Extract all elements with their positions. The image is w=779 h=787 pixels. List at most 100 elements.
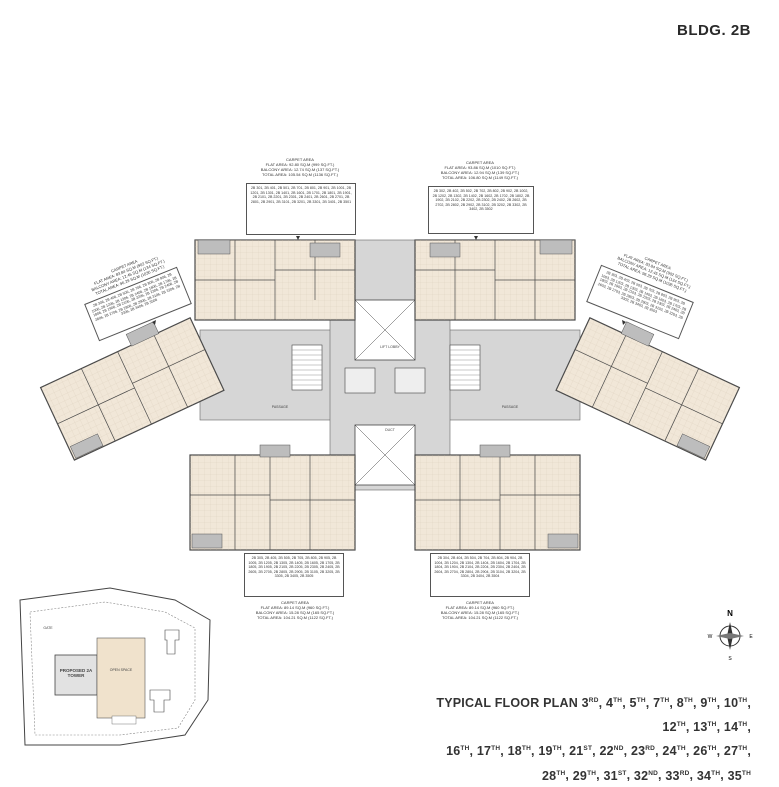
floor-suffix: TH [676, 721, 686, 729]
lift-core [344, 299, 426, 486]
floor-number: 35TH [727, 768, 751, 783]
floor-number: 33RD [665, 768, 690, 783]
floor-suffix: RD [588, 697, 599, 704]
floor-number: 21ST [569, 744, 593, 759]
floor-number: 31ST [603, 768, 627, 783]
area-heading: CARPET AREA [466, 160, 494, 165]
floor-number: 32ND [633, 768, 659, 783]
compass-w: W [708, 634, 713, 640]
flat-area: FLAT AREA: 93.86 SQ.M (1010 SQ.FT.) [444, 165, 516, 170]
floor-suffix: TH [491, 745, 501, 753]
north-compass-icon: N S W E [700, 604, 760, 664]
floor-suffix: TH [660, 697, 670, 704]
duct-label: DUCT [385, 428, 395, 432]
floor-plan-drawing [19, 236, 741, 746]
flat-top-right [414, 239, 576, 321]
floor-number: 29TH [572, 768, 597, 783]
floor-suffix: TH [460, 745, 470, 753]
floor-suffix: ND [613, 745, 624, 753]
flat-bottom-left [189, 444, 356, 551]
flat-area: FLAT AREA: 89.14 SQ.M (960 SQ.FT.) [260, 605, 330, 610]
floor-suffix: TH [683, 697, 693, 704]
balcony-area: BALCONY AREA: 12.74 SQ.M (137 SQ.FT.) [260, 167, 340, 172]
floor-number: 10TH [723, 696, 748, 711]
floor-number: 13TH [693, 720, 717, 735]
floor-number: 17TH [476, 744, 501, 759]
floor-number: 19TH [538, 744, 562, 759]
floor-number: 8TH [676, 696, 693, 711]
floor-number: 4TH [605, 696, 623, 711]
flat-top-left [194, 239, 356, 321]
staircases [291, 344, 481, 391]
flat-bottom-right [414, 444, 581, 551]
floor-number: 24TH [662, 744, 686, 759]
floor-number: 9TH [700, 696, 717, 711]
area-info-bottom-right: CARPET AREA FLAT AREA: 89.14 SQ.M (960 S… [425, 600, 535, 620]
floor-number: 22ND [599, 744, 624, 759]
floor-number: 27TH [723, 744, 748, 759]
floor-suffix: TH [738, 697, 748, 704]
floor-suffix: TH [521, 745, 531, 753]
area-heading: CARPET AREA [281, 600, 309, 605]
floor-number: 26TH [693, 744, 717, 759]
floor-suffix: TH [707, 745, 717, 753]
floor-number: 14TH [723, 720, 748, 735]
total-area: TOTAL AREA: 104.21 SQ.M (1122 SQ.FT.) [442, 615, 518, 620]
total-area: TOTAL AREA: 104.21 SQ.M (1122 SQ.FT.) [257, 615, 333, 620]
floor-suffix: ST [583, 745, 593, 753]
caption-title: TYPICAL FLOOR PLAN [436, 696, 578, 711]
total-area: TOTAL AREA: 105.54 SQ.M (1136 SQ.FT.) [262, 172, 338, 177]
floor-suffix: TH [738, 721, 748, 729]
compass-n: N [727, 609, 733, 618]
building-label: BLDG. 2B [676, 22, 751, 39]
total-area: TOTAL AREA: 106.80 SQ.M (1149 SQ.FT.) [442, 175, 518, 180]
floor-suffix: TH [711, 769, 721, 777]
site-plan-map [19, 587, 211, 746]
flat-left-wing [39, 317, 225, 461]
area-heading: CARPET AREA [286, 157, 314, 162]
floor-suffix: RD [679, 769, 690, 777]
caption-floors-1: 3RD, 4TH, 5TH, 7TH, 8TH, 9TH, 10TH, 12TH… [581, 696, 751, 735]
floor-number: 28TH [542, 768, 566, 783]
floor-suffix: TH [676, 745, 686, 753]
caption-floors-3: 28TH, 29TH, 31ST, 32ND, 33RD, 34TH, 35TH [542, 768, 751, 783]
floor-number: 23RD [630, 744, 656, 759]
floor-suffix: TH [556, 769, 566, 777]
floor-number: 3RD [581, 696, 599, 711]
passage-label-right: PASSAGE [501, 405, 519, 409]
floor-suffix: ND [648, 769, 659, 777]
floor-suffix: TH [636, 697, 646, 704]
floor-suffix: TH [707, 697, 717, 704]
floor-suffix: TH [587, 769, 597, 777]
units-box-bottom-left: 2B 305, 2B 405, 2B 505, 2B 705, 2B 805, … [244, 553, 344, 597]
passage-label-left: PASSAGE [271, 405, 289, 409]
floor-suffix: TH [738, 745, 748, 753]
compass-e: E [749, 634, 753, 640]
area-info-top-left: CARPET AREA FLAT AREA: 92.80 SQ.M (999 S… [245, 157, 355, 177]
floor-suffix: TH [552, 745, 562, 753]
units-box-top-right: 2B 302, 2B 402, 2B 502, 2B 702, 2B 802, … [428, 186, 534, 234]
floor-number: 34TH [696, 768, 721, 783]
area-info-bottom-left: CARPET AREA FLAT AREA: 89.14 SQ.M (960 S… [240, 600, 350, 620]
compass-s: S [728, 656, 732, 662]
flat-right-wing [555, 317, 741, 461]
area-heading: CARPET AREA [466, 600, 494, 605]
units-box-top-left: 2B 301, 2B 401, 2B 501, 2B 701, 2B 801, … [246, 183, 356, 235]
balcony-area: BALCONY AREA: 15.28 SQ.M (165 SQ.FT.) [440, 610, 520, 615]
floor-suffix: TH [613, 697, 623, 704]
floor-suffix: ST [617, 769, 627, 777]
site-gate-label: GATE [43, 626, 53, 630]
units-box-bottom-right: 2B 304, 2B 404, 2B 504, 2B 704, 2B 804, … [430, 553, 530, 597]
balcony-area: BALCONY AREA: 12.94 SQ.M (139 SQ.FT.) [440, 170, 520, 175]
floor-number: 7TH [653, 696, 670, 711]
flat-area: FLAT AREA: 92.80 SQ.M (999 SQ.FT.) [265, 162, 335, 167]
proposed-tower-label: PROPOSED 2A TOWER [59, 668, 93, 678]
flat-area: FLAT AREA: 89.14 SQ.M (960 SQ.FT.) [445, 605, 515, 610]
area-info-top-right: CARPET AREA FLAT AREA: 93.86 SQ.M (1010 … [425, 160, 535, 180]
floor-number: 18TH [507, 744, 531, 759]
floor-number: 16TH [446, 744, 470, 759]
floor-number: 5TH [629, 696, 646, 711]
floor-number: 12TH [662, 720, 686, 735]
floor-suffix: RD [645, 745, 656, 753]
caption-line-1: TYPICAL FLOOR PLAN 3RD, 4TH, 5TH, 7TH, 8… [421, 690, 751, 738]
